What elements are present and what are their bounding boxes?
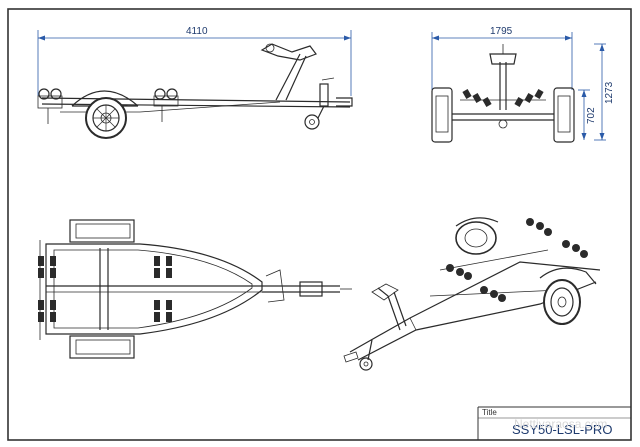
- side-length-dimension: 4110: [186, 26, 208, 37]
- iso-near-wheel: [543, 279, 581, 325]
- title-model: SSY50-LSL-PRO: [512, 422, 612, 437]
- side-rear-rollers: [37, 88, 63, 124]
- title-block: Title SSY50-LSL-PRO: [477, 406, 631, 440]
- side-winch-post: [260, 43, 317, 101]
- side-mid-rollers: [153, 88, 179, 122]
- top-view: [38, 219, 352, 359]
- front-total-height-dimension: 1273: [604, 81, 615, 104]
- isometric-view: [343, 217, 601, 371]
- front-lower-height-dimension: 702: [586, 107, 597, 124]
- front-view: 1795 1273 702: [431, 26, 615, 143]
- front-width-dimension: 1795: [490, 26, 513, 37]
- side-view: 4110: [37, 26, 353, 139]
- iso-far-wheel: [455, 221, 497, 255]
- watermark-text: Nettivaraosa.com: [514, 417, 607, 431]
- title-label: Title: [482, 408, 497, 417]
- drawing-border: [7, 8, 632, 441]
- side-jockey-wheel: [304, 77, 335, 130]
